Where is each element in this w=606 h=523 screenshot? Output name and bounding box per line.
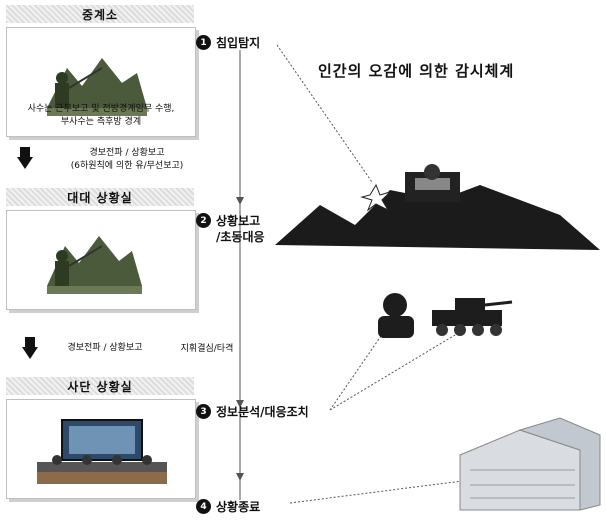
panel-battalion-situation-room (6, 210, 196, 310)
transition-caption-2: 경보전파 / 상황보고 (67, 343, 143, 353)
relay-caption: 사수는 근무보고 및 전방경계임무 수행, 부사수는 측후방 경계 (27, 104, 175, 127)
panel-header-battalion: 대대 상황실 (6, 188, 194, 206)
step-label: 침입탐지 (216, 36, 261, 50)
step-label: 정보분석/대응조치 (216, 405, 309, 419)
diagram-title: 인간의 오감에 의한 감시체계 (318, 62, 515, 80)
transition-caption-1: 경보전파 / 상황보고 (6하원칙에 의한 유/무선보고) (70, 148, 184, 171)
dotted-line-hq (289, 479, 471, 504)
step-4-situation-end: 4 상황종료 (196, 498, 260, 515)
step-1-intrusion-detection: 1 침입탐지 (196, 34, 260, 51)
step-2-report-initial-response: 2 상황보고 /초동대응 (196, 213, 265, 245)
step-label: 상황보고 /초동대응 (216, 214, 265, 244)
relay-soldier-illustration (47, 58, 147, 116)
headquarters-building-illustration (459, 417, 601, 511)
panel-header-relay: 중계소 (6, 5, 194, 23)
down-arrow-1 (17, 147, 33, 169)
division-room-illustration (37, 419, 167, 484)
step-3-analysis-response: 3 정보분석/대응조치 (196, 403, 309, 420)
observation-post-illustration (275, 164, 600, 250)
battalion-soldier-illustration (47, 236, 142, 294)
step-number-badge: 4 (196, 499, 211, 514)
step-number-badge: 2 (196, 213, 211, 228)
dotted-line-soldier (329, 319, 393, 411)
dotted-line-tank (329, 331, 461, 411)
step-number-badge: 3 (196, 404, 211, 419)
soldier-illustration (378, 293, 414, 338)
step-label: 상황종료 (216, 500, 261, 514)
down-arrow-2 (22, 337, 38, 359)
panel-division-situation-room (6, 399, 196, 499)
side-note: 지휘결심/타격 (180, 344, 234, 354)
panel-header-division: 사단 상황실 (6, 377, 194, 395)
step-number-badge: 1 (196, 35, 211, 50)
tank-illustration (432, 298, 513, 336)
panel-relay-station: 사수는 근무보고 및 전방경계임무 수행, 부사수는 측후방 경계 (6, 27, 196, 137)
